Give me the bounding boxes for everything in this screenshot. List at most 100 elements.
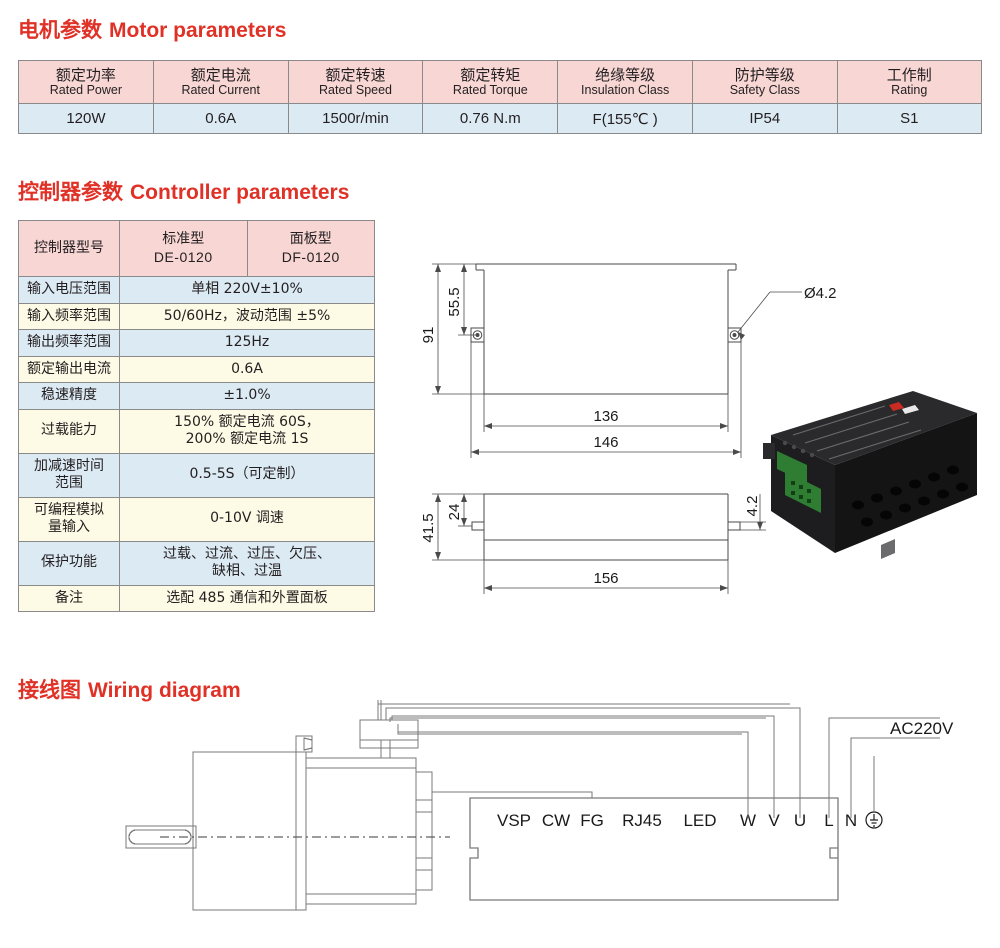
earth-ground-icon	[865, 811, 883, 829]
motor-header-cn: 额定转矩	[460, 65, 521, 84]
label-print-lines	[792, 405, 922, 460]
controller-param-value: 0-10V 调速	[119, 496, 375, 542]
dim-tab-side: 4.2	[744, 496, 761, 517]
controller-param-label: 过载能力	[18, 408, 120, 454]
controller-model-label: 控制器型号	[18, 220, 120, 277]
motor-table-value-row: 120W 0.6A 1500r/min 0.76 N.m F(155℃ ) IP…	[18, 103, 982, 134]
controller-param-label: 备注	[18, 584, 120, 612]
mounting-foot	[881, 539, 895, 559]
controller-section-title-cn: 控制器参数	[18, 180, 123, 204]
controller-model-standard: 标准型 DE-0120	[119, 220, 248, 277]
controller-table-row: 稳速精度±1.0%	[18, 382, 375, 410]
dim-height-overall-top: 91	[420, 327, 437, 344]
controller-section-title: 控制器参数 Controller parameters	[18, 176, 349, 206]
controller-model-panel: 面板型 DF-0120	[246, 220, 375, 277]
controller-model-standard-code: DE-0120	[153, 248, 213, 265]
motor-header-en: Rating	[891, 83, 928, 98]
dim-width-mount-top: 136	[593, 408, 618, 425]
controller-param-value: 150% 额定电流 60S，200% 额定电流 1S	[119, 408, 375, 454]
motor-header-cell: 额定功率 Rated Power	[18, 60, 154, 104]
controller-param-label: 输入电压范围	[18, 276, 120, 304]
ground-return-wire	[431, 791, 593, 824]
terminal-label-fg: FG	[580, 811, 604, 830]
controller-model-standard-cn: 标准型	[162, 231, 205, 247]
wiring-diagram: VSP CW FG RJ45 LED W V U L N	[0, 700, 1000, 948]
terminal-label-n: N	[845, 811, 857, 830]
motor-header-cell: 额定转矩 Rated Torque	[422, 60, 559, 104]
motor-section-title-cn: 电机参数	[18, 18, 102, 42]
brand-logo-icon	[889, 402, 919, 414]
controller-parameters-table: 控制器型号 标准型 DE-0120 面板型 DF-0120 输入电压范围单相 2…	[18, 220, 375, 612]
connector-stub	[763, 443, 775, 459]
controller-param-label: 保护功能	[18, 540, 120, 586]
motor-section-title: 电机参数 Motor parameters	[18, 14, 286, 44]
controller-param-label: 加减速时间范围	[18, 452, 120, 498]
motor-header-cell: 额定电流 Rated Current	[152, 60, 289, 104]
motor-header-cn: 绝缘等级	[595, 65, 656, 84]
controller-param-value: 125Hz	[119, 329, 375, 357]
motor-section-title-en: Motor parameters	[109, 19, 287, 42]
wiring-section-title-cn: 接线图	[18, 678, 81, 702]
terminal-label-vsp: VSP	[497, 811, 531, 830]
wiring-section-title-en: Wiring diagram	[88, 679, 241, 702]
controller-front-face	[835, 413, 977, 553]
dim-height-mount-top: 55.5	[446, 287, 463, 316]
product-photo-svg	[763, 391, 977, 559]
controller-param-value: 过载、过流、过压、欠压、缺相、过温	[119, 540, 375, 586]
controller-param-value: ±1.0%	[119, 382, 375, 410]
motor-header-cell: 绝缘等级 Insulation Class	[557, 60, 694, 104]
terminal-label-cw: CW	[542, 811, 570, 830]
motor-value-cell: S1	[836, 103, 982, 134]
controller-param-value: 50/60Hz，波动范围 ±5%	[119, 302, 375, 330]
motor-header-en: Safety Class	[729, 83, 800, 98]
terminal-label-v: V	[768, 811, 780, 830]
controller-param-label: 输入频率范围	[18, 302, 120, 330]
controller-table-row: 备注选配 485 通信和外置面板	[18, 584, 375, 612]
terminal-label-led: LED	[683, 811, 716, 830]
motor-header-en: Rated Torque	[452, 83, 528, 98]
dimension-drawing-svg: 91 55.5 136 146 Ø4.2	[420, 263, 837, 594]
dim-height-overall-side: 41.5	[420, 513, 437, 542]
controller-dimension-drawing: 91 55.5 136 146 Ø4.2	[420, 240, 1000, 620]
motor-header-cell: 防护等级 Safety Class	[692, 60, 838, 104]
vent-holes-group	[852, 465, 968, 527]
ac-supply-label: AC220V	[890, 719, 954, 738]
dim-hole-diameter: Ø4.2	[804, 285, 837, 302]
motor-table-header-row: 额定功率 Rated Power 额定电流 Rated Current 额定转速…	[18, 60, 982, 104]
controller-table-row: 输入电压范围单相 220V±10%	[18, 276, 375, 304]
ac-supply-wires	[828, 717, 940, 818]
indicator-leds	[782, 440, 815, 458]
motor-value-cell: F(155℃ )	[557, 103, 694, 134]
dim-height-mount-side: 24	[446, 504, 463, 521]
motor-value-cell: 0.76 N.m	[422, 103, 559, 134]
mounting-hole-right-icon	[729, 330, 740, 340]
controller-param-value: 0.5-5S（可定制）	[119, 452, 375, 498]
terminal-label-rj45: RJ45	[622, 811, 662, 830]
motor-header-en: Rated Power	[49, 83, 123, 98]
terminal-label-u: U	[794, 811, 806, 830]
motor-header-cn: 工作制	[886, 65, 932, 84]
motor-parameters-table: 额定功率 Rated Power 额定电流 Rated Current 额定转速…	[18, 60, 982, 134]
controller-param-label: 额定输出电流	[18, 355, 120, 383]
controller-param-label: 输出频率范围	[18, 329, 120, 357]
motor-header-en: Insulation Class	[581, 83, 670, 98]
terminal-labels-group: VSP CW FG RJ45 LED W V U L N	[497, 811, 857, 830]
controller-param-label: 可编程模拟量输入	[18, 496, 120, 542]
controller-top-face	[771, 391, 977, 465]
controller-section-title-en: Controller parameters	[130, 181, 350, 204]
motor-value-cell: IP54	[692, 103, 838, 134]
controller-terminal-box	[469, 797, 839, 901]
motor-header-cn: 额定转速	[325, 65, 386, 84]
motor-header-cell: 工作制 Rating	[836, 60, 982, 104]
motor-header-cn: 防护等级	[734, 65, 795, 84]
controller-param-label: 稳速精度	[18, 382, 120, 410]
terminal-label-l: L	[824, 811, 833, 830]
dim-width-side: 156	[593, 570, 618, 587]
mounting-hole-left-center-icon	[475, 333, 480, 337]
